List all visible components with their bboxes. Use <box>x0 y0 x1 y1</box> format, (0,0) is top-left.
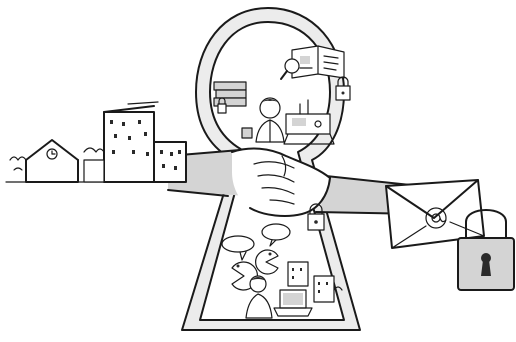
office-building-icon <box>84 102 186 182</box>
book-icon <box>292 46 344 78</box>
handshake-icon <box>168 149 420 216</box>
padlock-icon <box>458 210 514 290</box>
